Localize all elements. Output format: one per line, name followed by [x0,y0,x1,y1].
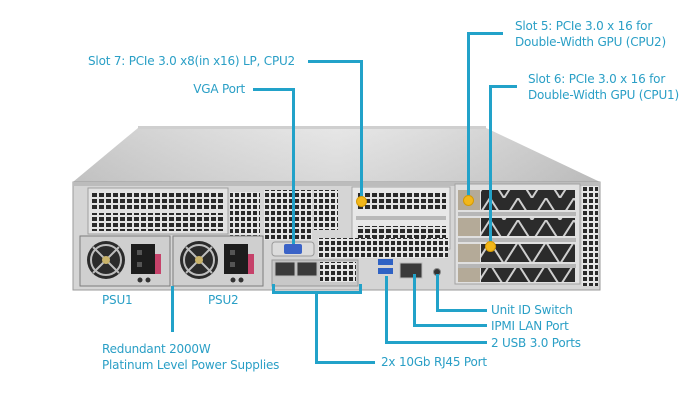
usb-ports [378,259,393,274]
psu1-module [79,235,171,287]
power-label-line1: Redundant 2000W [102,342,211,356]
ipmi-lan-port [399,262,423,279]
uid-label: Unit ID Switch [491,303,573,317]
lan10g-label: 2x 10Gb RJ45 Port [381,355,487,369]
slot7-label: Slot 7: PCIe 3.0 x8(in x16) LP, CPU2 [88,54,295,68]
slot6-leader-v [489,85,492,245]
slot6-leader-h [489,85,517,88]
power-label-line2: Platinum Level Power Supplies [102,358,280,372]
slot7-marker [356,196,367,207]
vga-port [271,241,315,257]
chassis-top-cover [73,126,600,182]
power-supply-label: Redundant 2000W Platinum Level Power Sup… [102,341,279,373]
slot6-label: Slot 6: PCIe 3.0 x 16 for Double-Width G… [528,71,679,103]
ipmi-leader-v [413,274,416,327]
usb-leader-v [385,276,388,344]
vga-leader-v [292,88,295,244]
usb-leader-h [385,341,487,344]
slot5-leader-v [467,32,470,199]
slot5-marker [463,195,474,206]
slot5-leader-h [467,32,503,35]
usb-label: 2 USB 3.0 Ports [491,336,581,350]
slot7-leader-h [308,60,363,63]
slot5-label-line2: Double-Width GPU (CPU2) [515,35,666,49]
lan10g-leader-h [315,361,375,364]
psu1-label: PSU1 [102,293,133,307]
rj45-10gb-ports [271,259,359,287]
psu2-label: PSU2 [208,293,239,307]
lan10g-leader-v [315,291,318,364]
vga-leader-h [253,88,295,91]
lan10g-bracket-r [359,284,362,293]
uid-leader-v [436,274,439,312]
vga-label: VGA Port [193,82,245,96]
slot5-label: Slot 5: PCIe 3.0 x 16 for Double-Width G… [515,18,666,50]
slot6-label-line2: Double-Width GPU (CPU1) [528,88,679,102]
slot5-label-line1: Slot 5: PCIe 3.0 x 16 for [515,19,653,33]
ipmi-leader-h [413,324,487,327]
lan10g-bracket-l [272,284,275,293]
power-leader [171,286,174,332]
slot7-leader-v [360,60,363,200]
ipmi-label: IPMI LAN Port [491,319,569,333]
slot6-marker [485,241,496,252]
uid-leader-h [436,309,487,312]
slot6-label-line1: Slot 6: PCIe 3.0 x 16 for [528,72,666,86]
psu2-module [172,235,264,287]
